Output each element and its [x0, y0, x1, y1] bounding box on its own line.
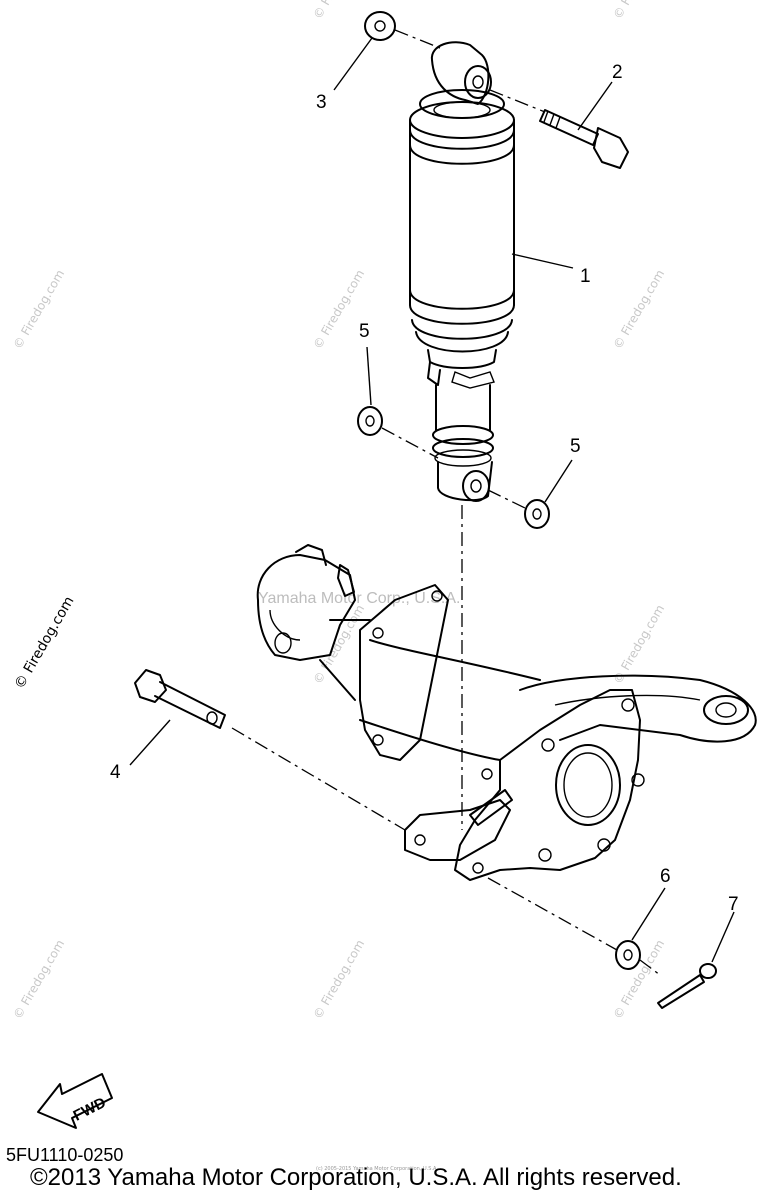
part-washer-pin	[615, 940, 641, 970]
callout-2: 2	[612, 62, 623, 83]
watermark: © Firedog.com	[10, 267, 67, 351]
watermark: © Firedog.com	[310, 937, 367, 1021]
leader-lines	[129, 37, 735, 963]
watermark: © Firedog.com	[10, 937, 67, 1021]
watermark: © Firedog.com	[610, 0, 667, 22]
part-code: 5FU1110-0250	[6, 1145, 124, 1165]
part-cotter-pin	[657, 963, 717, 1009]
callout-4: 4	[110, 762, 121, 783]
fwd-label: FWD	[71, 1094, 109, 1125]
tiny-notice: (c) 2005-2015 Yamaha Motor Corporation, …	[316, 1166, 438, 1172]
part-axle-housing	[256, 544, 757, 881]
part-bolt-lower	[134, 669, 226, 729]
callout-6: 6	[660, 866, 671, 887]
center-watermark: Yamaha Motor Corp., U.S.A.	[258, 590, 460, 607]
part-washer-lower	[524, 499, 550, 529]
callout-7: 7	[728, 894, 739, 915]
part-washer-top	[364, 11, 396, 41]
part-washer-upper	[357, 406, 383, 436]
callout-labels: 1 2 3 4 5 5 6 7	[110, 62, 739, 915]
watermark-dark: © Firedog.com	[12, 594, 78, 692]
callout-3: 3	[316, 92, 327, 113]
callout-5-upper: 5	[359, 321, 370, 342]
part-bolt-top	[539, 109, 629, 169]
part-shock-absorber	[409, 41, 515, 502]
copyright-notice: ©2013 Yamaha Motor Corporation, U.S.A. A…	[30, 1164, 682, 1191]
watermark: © Firedog.com	[310, 0, 367, 22]
watermark: © Firedog.com	[310, 602, 367, 686]
watermark-grid: © Firedog.com © Firedog.com © Firedog.co…	[10, 0, 667, 1022]
fwd-arrow-icon: FWD	[37, 1073, 113, 1129]
callout-5-lower: 5	[570, 436, 581, 457]
assembly-lines	[231, 29, 661, 976]
watermark: © Firedog.com	[610, 602, 667, 686]
watermark: © Firedog.com	[610, 267, 667, 351]
callout-1: 1	[580, 266, 591, 287]
